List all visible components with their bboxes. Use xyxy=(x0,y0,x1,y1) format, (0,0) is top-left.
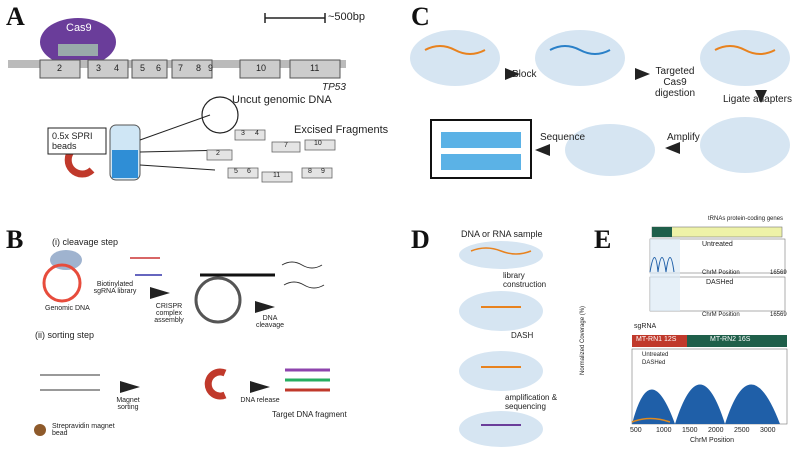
sample-label: DNA or RNA sample xyxy=(461,229,543,239)
gene-label: TP53 xyxy=(322,82,346,93)
scale-label: ~500bp xyxy=(328,11,366,23)
panel-d: D DNA or RNA sample library construction… xyxy=(405,225,575,452)
target-label: Target DNA fragment xyxy=(272,410,347,419)
cas9-label: Cas9 xyxy=(66,22,92,34)
sequence-label: Sequence xyxy=(540,132,586,143)
exon-3: 3 xyxy=(96,63,102,73)
exon-10: 10 xyxy=(256,63,267,73)
release-label: DNA release xyxy=(240,397,280,404)
panel-e-chart xyxy=(631,226,788,425)
panel-e-label: E xyxy=(594,225,612,254)
frag-6: 6 xyxy=(247,168,251,175)
frag-10: 10 xyxy=(314,140,322,147)
cleavage-step: (i) cleavage step xyxy=(52,237,119,247)
amp-label: amplification & sequencing xyxy=(505,393,558,411)
e-xtick-1500: 1500 xyxy=(682,427,698,434)
panel-a-diagram xyxy=(8,13,346,183)
panel-b-label: B xyxy=(6,225,24,254)
dash-label: DASH xyxy=(511,331,534,340)
e-xlabel-bottom: ChrM Position xyxy=(690,437,734,444)
e-xtick-1000: 1000 xyxy=(656,427,672,434)
panel-c: C Block Targeted Cas9 digestion Ligate a… xyxy=(405,0,797,200)
panel-a-label: A xyxy=(6,2,25,31)
amplify-label: Amplify xyxy=(667,132,700,143)
library-label: library construction xyxy=(503,271,547,289)
e-xtick-3000: 3000 xyxy=(760,427,776,434)
e-legend-top: tRNAs protein-coding genes xyxy=(708,216,784,222)
e-xlabel-mid: ChrM Position xyxy=(702,312,740,318)
e-sgrna: sgRNA xyxy=(634,323,657,330)
e-xlabel-top: ChrM Position xyxy=(702,270,740,276)
e-rn2: MT-RN2 16S xyxy=(710,336,751,343)
frag-5: 5 xyxy=(234,168,238,175)
genomic-label: Genomic DNA xyxy=(45,305,90,312)
panel-c-diagram xyxy=(410,30,790,179)
frag-9: 9 xyxy=(321,168,325,175)
cleave-label: DNA cleavage xyxy=(255,315,285,329)
e-rn1: MT-RN1 12S xyxy=(636,336,677,343)
frag-2: 2 xyxy=(216,150,220,157)
exon-11: 11 xyxy=(310,63,320,73)
frag-7: 7 xyxy=(284,142,288,149)
e-xtick-500: 500 xyxy=(630,427,642,434)
exon-2: 2 xyxy=(57,63,63,73)
e-xtick-2000: 2000 xyxy=(708,427,724,434)
exon-9: 9 xyxy=(208,63,214,73)
panel-d-diagram xyxy=(459,241,543,447)
e-ylabel: Normalized Coverage (%) xyxy=(580,305,586,375)
exon-7: 7 xyxy=(178,63,184,73)
excised-label: Excised Fragments xyxy=(294,124,389,136)
e-untreated: Untreated xyxy=(702,241,733,248)
spri-label: 0.5x SPRI beads xyxy=(52,131,93,151)
sorting-step: (ii) sorting step xyxy=(35,330,95,340)
magnet-label: Magnet sorting xyxy=(116,397,140,411)
frag-3: 3 xyxy=(241,130,245,137)
e-tick-end-mid: 16569 xyxy=(770,312,787,318)
exon-8: 8 xyxy=(196,63,202,73)
cas9-dna-segment xyxy=(58,44,98,56)
biotin-label: Biotinylated sgRNA library xyxy=(93,281,137,295)
block-label: Block xyxy=(512,69,537,80)
targeted-label: Targeted Cas9 digestion xyxy=(654,66,696,99)
panel-e: E tRNAs protein-coding genes Untreated D… xyxy=(580,216,797,452)
panel-b-diagram xyxy=(34,250,330,436)
ligate-label: Ligate adapters xyxy=(723,94,792,105)
frag-4: 4 xyxy=(255,130,259,137)
frag-11: 11 xyxy=(273,172,281,179)
exon-4: 4 xyxy=(114,63,120,73)
e-xtick-2500: 2500 xyxy=(734,427,750,434)
e-leg2: DASHed xyxy=(642,360,666,366)
crispr-label: CRISPR complex assembly xyxy=(154,303,184,324)
e-dashed: DASHed xyxy=(706,279,734,286)
panel-c-label: C xyxy=(411,2,430,31)
exon-5: 5 xyxy=(140,63,146,73)
exon-6: 6 xyxy=(156,63,162,73)
uncut-label: Uncut genomic DNA xyxy=(232,94,332,106)
bead-label: Strepravidin magnet bead xyxy=(52,423,115,437)
panel-a: A Cas9 ~500bp 2 3 4 5 xyxy=(0,0,388,200)
e-leg1: Untreated xyxy=(642,352,669,358)
panel-b: B (i) cleavage step Biotinylated sgRNA l… xyxy=(0,225,390,452)
e-tick-end-top: 16569 xyxy=(770,270,787,276)
frag-8: 8 xyxy=(308,168,312,175)
panel-d-label: D xyxy=(411,225,430,254)
